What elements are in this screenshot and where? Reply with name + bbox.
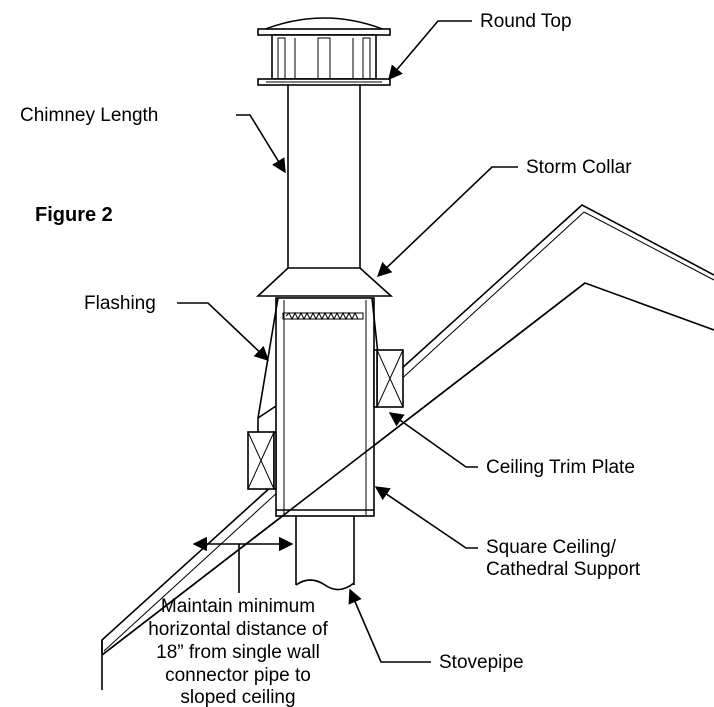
- ceiling-line: [101, 282, 586, 656]
- label-flashing: Flashing: [84, 293, 156, 314]
- leader-lines: [177, 20, 518, 663]
- clearance-note: Maintain minimum horizontal distance of …: [148, 596, 328, 707]
- label-ceiling-trim-plate: Ceiling Trim Plate: [486, 457, 635, 478]
- clearance-note-line3: 18” from single wall: [156, 642, 320, 663]
- round-top-cap: [257, 17, 391, 86]
- sloped-roof: [101, 204, 714, 690]
- cathedral-support-box: [275, 297, 375, 517]
- clearance-note-line4: connector pipe to: [165, 665, 311, 686]
- label-round-top: Round Top: [480, 11, 572, 32]
- label-storm-collar: Storm Collar: [526, 157, 632, 178]
- clearance-note-line5: sloped ceiling: [180, 687, 295, 707]
- label-chimney-length: Chimney Length: [20, 105, 158, 126]
- stovepipe: [295, 515, 355, 591]
- chimney-pipe: [287, 82, 361, 274]
- label-stovepipe: Stovepipe: [439, 652, 524, 673]
- label-square-ceiling-line1: Square Ceiling/: [486, 537, 617, 558]
- label-square-ceiling-line2: Cathedral Support: [486, 559, 641, 580]
- figure-label: Figure 2: [35, 204, 113, 226]
- roof-joist-left: [247, 431, 277, 490]
- clearance-note-line2: horizontal distance of: [148, 619, 328, 640]
- storm-collar: [255, 267, 394, 297]
- clearance-note-line1: Maintain minimum: [161, 596, 315, 617]
- roof-joist-right: [373, 349, 404, 408]
